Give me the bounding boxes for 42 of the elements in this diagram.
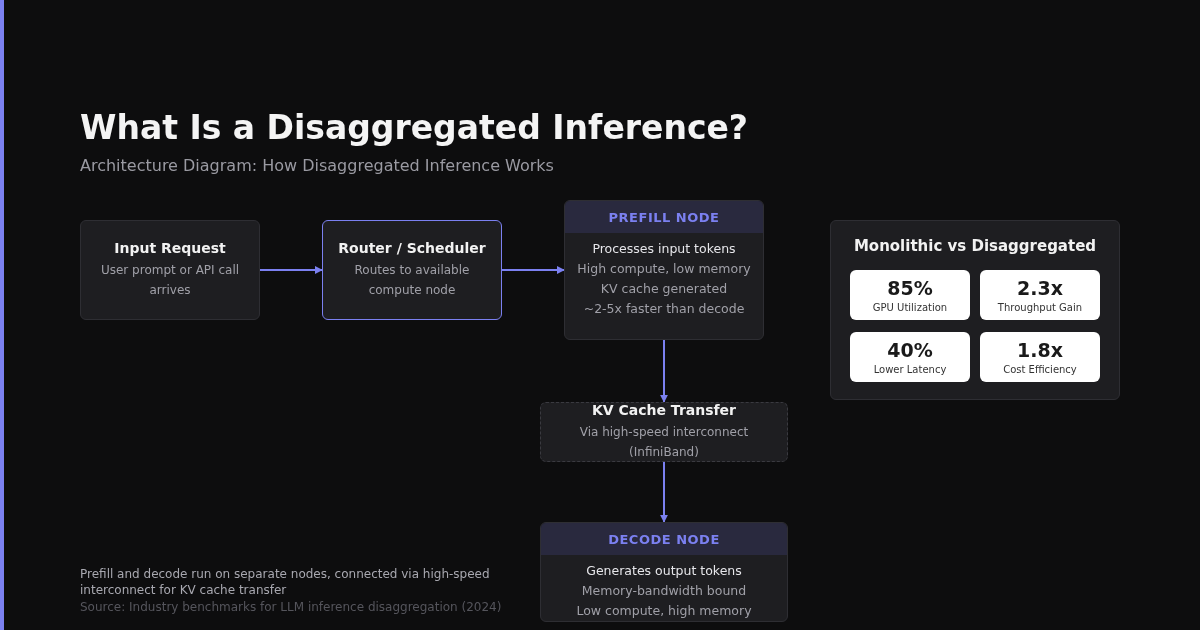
server-node-card <box>540 522 788 622</box>
arrow <box>259 266 323 274</box>
arrow <box>660 339 668 403</box>
stat-label: Lower Latency <box>873 364 947 375</box>
node-detail: KV cache generated <box>600 280 728 298</box>
comparison-panel <box>830 220 1120 400</box>
arrow <box>660 461 668 523</box>
stat-card <box>980 332 1100 382</box>
server-node-card <box>564 200 764 340</box>
node-title: Router / Scheduler <box>338 240 486 256</box>
node-title: Input Request <box>114 240 226 256</box>
caption: Prefill and decode run on separate nodes, connected via high-speed interconnect for KV cache transfer <box>80 566 491 598</box>
node-detail: Memory-bandwidth bound <box>581 582 747 600</box>
node-detail: Processes input tokens <box>592 240 736 258</box>
node-title: KV Cache Transfer <box>591 403 737 418</box>
transfer-box <box>540 402 788 462</box>
process-box <box>322 220 502 320</box>
panel-title: Monolithic vs Disaggregated <box>853 237 1097 255</box>
node-description: Via high-speed interconnect (InfiniBand) <box>578 424 750 461</box>
node-title: DECODE NODE <box>608 531 720 547</box>
stat-card <box>850 332 970 382</box>
stat-card <box>850 270 970 320</box>
stat-value: 2.3x <box>1017 277 1063 299</box>
stat-label: Cost Efficiency <box>1003 364 1077 375</box>
stat-card <box>980 270 1100 320</box>
node-detail: ~2-5x faster than decode <box>583 300 745 318</box>
stat-value: 40% <box>887 339 933 361</box>
title: What Is a Disaggregated Inference? <box>80 108 748 147</box>
process-box <box>80 220 260 320</box>
stat-value: 1.8x <box>1017 339 1063 361</box>
node-description: Routes to available compute node <box>353 262 471 299</box>
node-title: PREFILL NODE <box>608 209 720 225</box>
node-detail: High compute, low memory <box>577 260 751 278</box>
node-description: User prompt or API call arrives <box>99 262 241 299</box>
arrow <box>501 266 565 274</box>
source-note: Source: Industry benchmarks for LLM inference disaggregation (2024) <box>80 600 503 614</box>
node-detail: Generates output tokens <box>586 562 742 580</box>
node-detail: Low compute, high memory <box>576 602 752 620</box>
subtitle: Architecture Diagram: How Disaggregated Inference Works <box>80 156 554 175</box>
stat-value: 85% <box>887 277 933 299</box>
stat-label: Throughput Gain <box>997 302 1083 313</box>
stat-label: GPU Utilization <box>872 302 948 313</box>
